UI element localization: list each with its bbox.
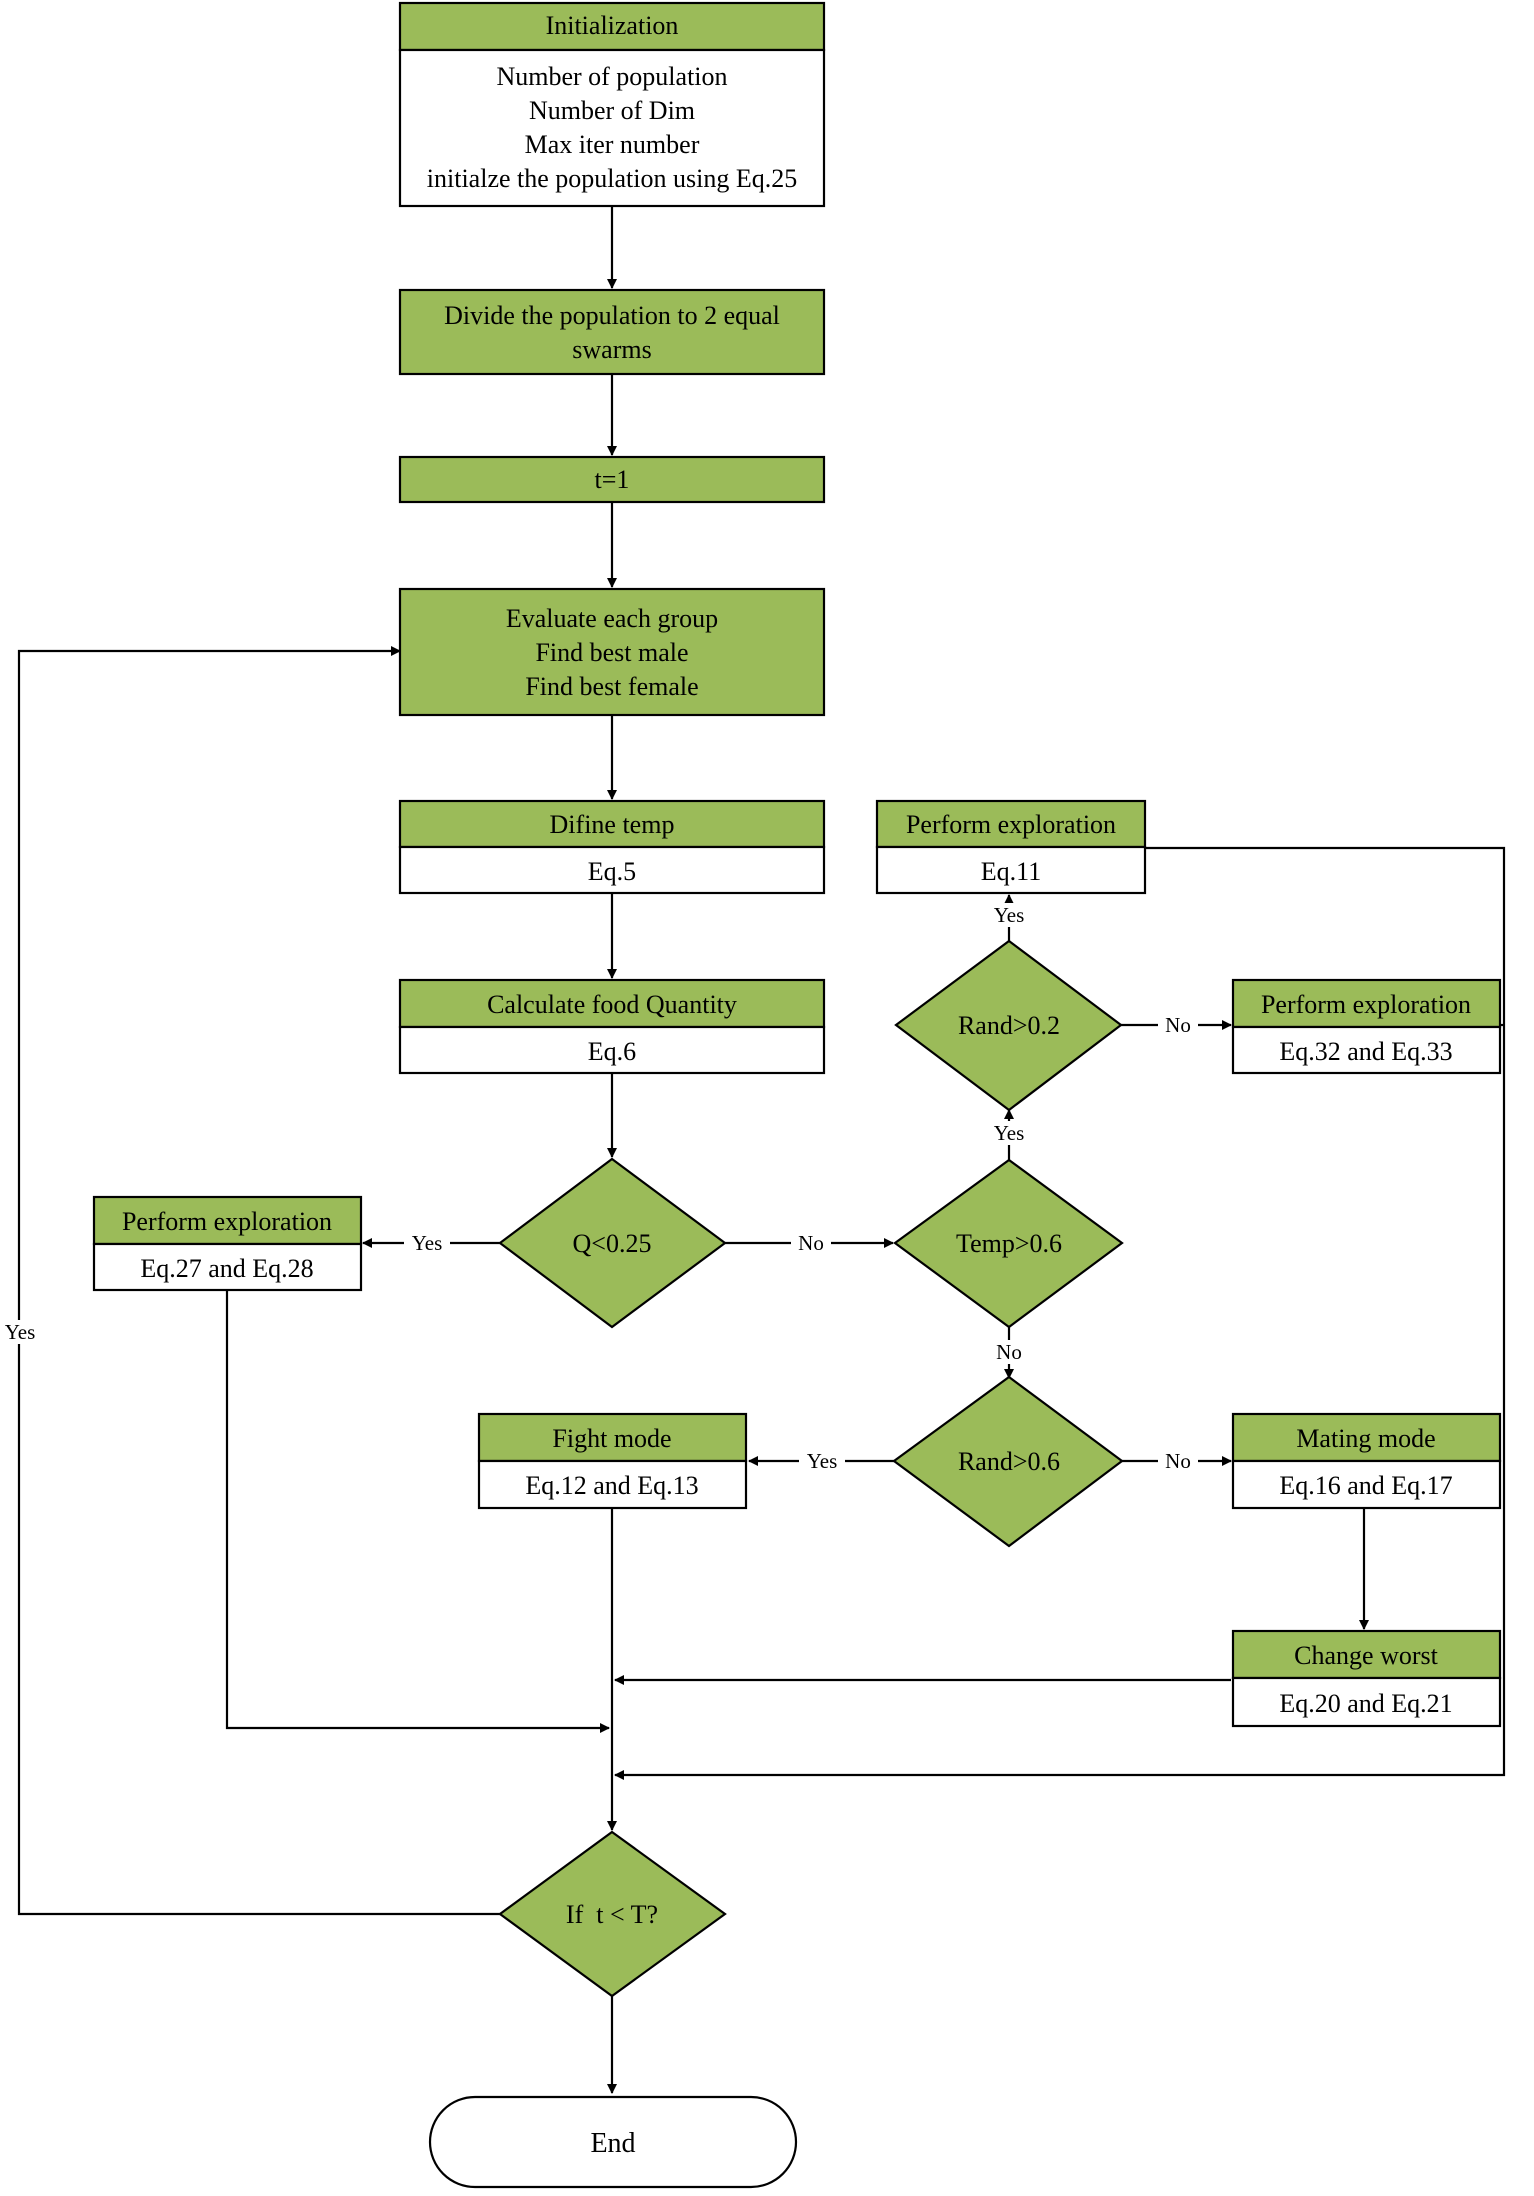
node-mating-mode: Mating mode Eq.16 and Eq.17 [1231, 1412, 1502, 1510]
label-q-yes: Yes [412, 1231, 443, 1255]
label-temp-yes: Yes [994, 1121, 1025, 1145]
edge-explore-left-to-merge [225, 1290, 610, 1733]
label-loop-yes: Yes [5, 1320, 36, 1344]
fight-mode-eq: Eq.12 and Eq.13 [525, 1471, 698, 1500]
initialization-line-2: Number of Dim [529, 96, 695, 125]
temp-decision-text: Temp>0.6 [956, 1229, 1062, 1258]
node-loop-decision: If t < T? [498, 1830, 727, 1998]
divide-line-1: Divide the population to 2 equal [444, 301, 780, 330]
node-rand02-decision: Rand>0.2 [894, 939, 1123, 1112]
t1-text: t=1 [595, 465, 630, 494]
initialization-line-3: Max iter number [525, 130, 700, 159]
node-temp-decision: Temp>0.6 [893, 1158, 1124, 1329]
mating-mode-title: Mating mode [1296, 1424, 1435, 1453]
node-explore-top: Perform exploration Eq.11 [875, 799, 1147, 895]
node-divide: Divide the population to 2 equal swarms [398, 288, 826, 376]
initialization-line-4: initialze the population using Eq.25 [427, 164, 797, 193]
evaluate-line-3: Find best female [525, 672, 698, 701]
rand06-decision-text: Rand>0.6 [958, 1447, 1060, 1476]
explore-left-title: Perform exploration [122, 1207, 332, 1236]
node-define-temp: Difine temp Eq.5 [398, 799, 826, 895]
divide-line-2: swarms [572, 335, 651, 364]
end-text: End [590, 2128, 635, 2159]
change-worst-eq: Eq.20 and Eq.21 [1279, 1689, 1452, 1718]
node-change-worst: Change worst Eq.20 and Eq.21 [1231, 1629, 1502, 1728]
node-explore-left: Perform exploration Eq.27 and Eq.28 [92, 1195, 363, 1292]
edge-loop-yes [17, 646, 500, 1916]
initialization-title: Initialization [546, 11, 679, 40]
calc-food-eq: Eq.6 [588, 1037, 636, 1066]
evaluate-line-2: Find best male [535, 638, 688, 667]
calc-food-title: Calculate food Quantity [487, 990, 737, 1019]
q-decision-text: Q<0.25 [573, 1229, 652, 1258]
label-rand02-yes: Yes [994, 903, 1025, 927]
label-q-no: No [798, 1231, 824, 1255]
label-temp-no: No [996, 1340, 1022, 1364]
node-fight-mode: Fight mode Eq.12 and Eq.13 [477, 1412, 748, 1510]
explore-top-eq: Eq.11 [981, 857, 1041, 886]
evaluate-line-1: Evaluate each group [506, 604, 718, 633]
node-end: End [428, 2095, 798, 2189]
node-q-decision: Q<0.25 [498, 1157, 727, 1329]
rand02-decision-text: Rand>0.2 [958, 1011, 1060, 1040]
explore-right-title: Perform exploration [1261, 990, 1471, 1019]
node-explore-right: Perform exploration Eq.32 and Eq.33 [1231, 978, 1502, 1075]
node-initialization: Initialization Number of population Numb… [398, 1, 826, 208]
node-calc-food: Calculate food Quantity Eq.6 [398, 978, 826, 1075]
change-worst-title: Change worst [1294, 1641, 1438, 1670]
edge-labels: Yes No Yes No Yes No Yes No Yes [0, 903, 1198, 1473]
label-rand02-no: No [1165, 1013, 1191, 1037]
define-temp-title: Difine temp [550, 810, 675, 839]
node-t1: t=1 [398, 455, 826, 504]
mating-mode-eq: Eq.16 and Eq.17 [1279, 1471, 1452, 1500]
define-temp-eq: Eq.5 [588, 857, 636, 886]
loop-decision-text: If t < T? [566, 1900, 658, 1929]
edge-explore-top-to-merge [614, 846, 1506, 1780]
explore-left-eq: Eq.27 and Eq.28 [140, 1254, 313, 1283]
node-rand06-decision: Rand>0.6 [892, 1375, 1124, 1548]
explore-top-title: Perform exploration [906, 810, 1116, 839]
node-evaluate: Evaluate each group Find best male Find … [398, 587, 826, 717]
fight-mode-title: Fight mode [552, 1424, 671, 1453]
label-rand06-no: No [1165, 1449, 1191, 1473]
initialization-line-1: Number of population [496, 62, 727, 91]
label-rand06-yes: Yes [807, 1449, 838, 1473]
explore-right-eq: Eq.32 and Eq.33 [1279, 1037, 1452, 1066]
